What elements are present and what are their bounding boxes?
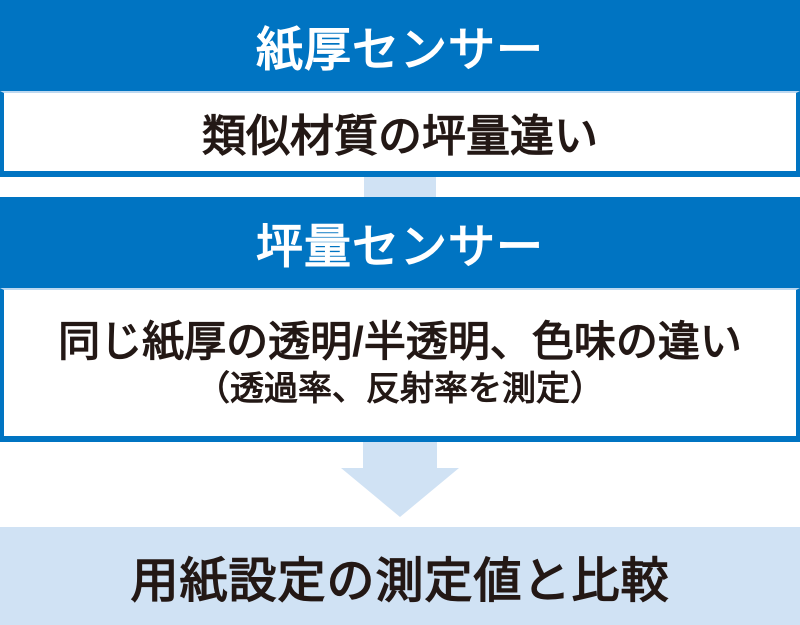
basis-weight-sensor-title: 坪量センサー: [256, 220, 544, 273]
paper-thickness-sensor-body: 類似材質の坪量違い: [0, 91, 800, 177]
paper-thickness-sensor-description: 類似材質の坪量違い: [202, 112, 598, 161]
down-connector-icon: [364, 177, 436, 197]
basis-weight-sensor-header: 坪量センサー: [0, 197, 800, 288]
result-box: 用紙設定の測定値と比較: [0, 527, 800, 625]
basis-weight-sensor-note: （透過率、反射率を測定）: [196, 369, 604, 408]
basis-weight-sensor-body: 同じ紙厚の透明/半透明、色味の違い （透過率、反射率を測定）: [0, 288, 800, 442]
result-label: 用紙設定の測定値と比較: [130, 555, 670, 608]
basis-weight-sensor-description: 同じ紙厚の透明/半透明、色味の違い: [58, 318, 742, 366]
down-arrow-icon: [341, 442, 459, 517]
arrow-zone: [0, 442, 800, 527]
connector-gap: [0, 177, 800, 197]
sensor-block-paper-thickness: 紙厚センサー 類似材質の坪量違い: [0, 0, 800, 177]
paper-thickness-sensor-title: 紙厚センサー: [256, 23, 544, 76]
paper-thickness-sensor-header: 紙厚センサー: [0, 0, 800, 91]
sensor-block-basis-weight: 坪量センサー 同じ紙厚の透明/半透明、色味の違い （透過率、反射率を測定）: [0, 197, 800, 442]
